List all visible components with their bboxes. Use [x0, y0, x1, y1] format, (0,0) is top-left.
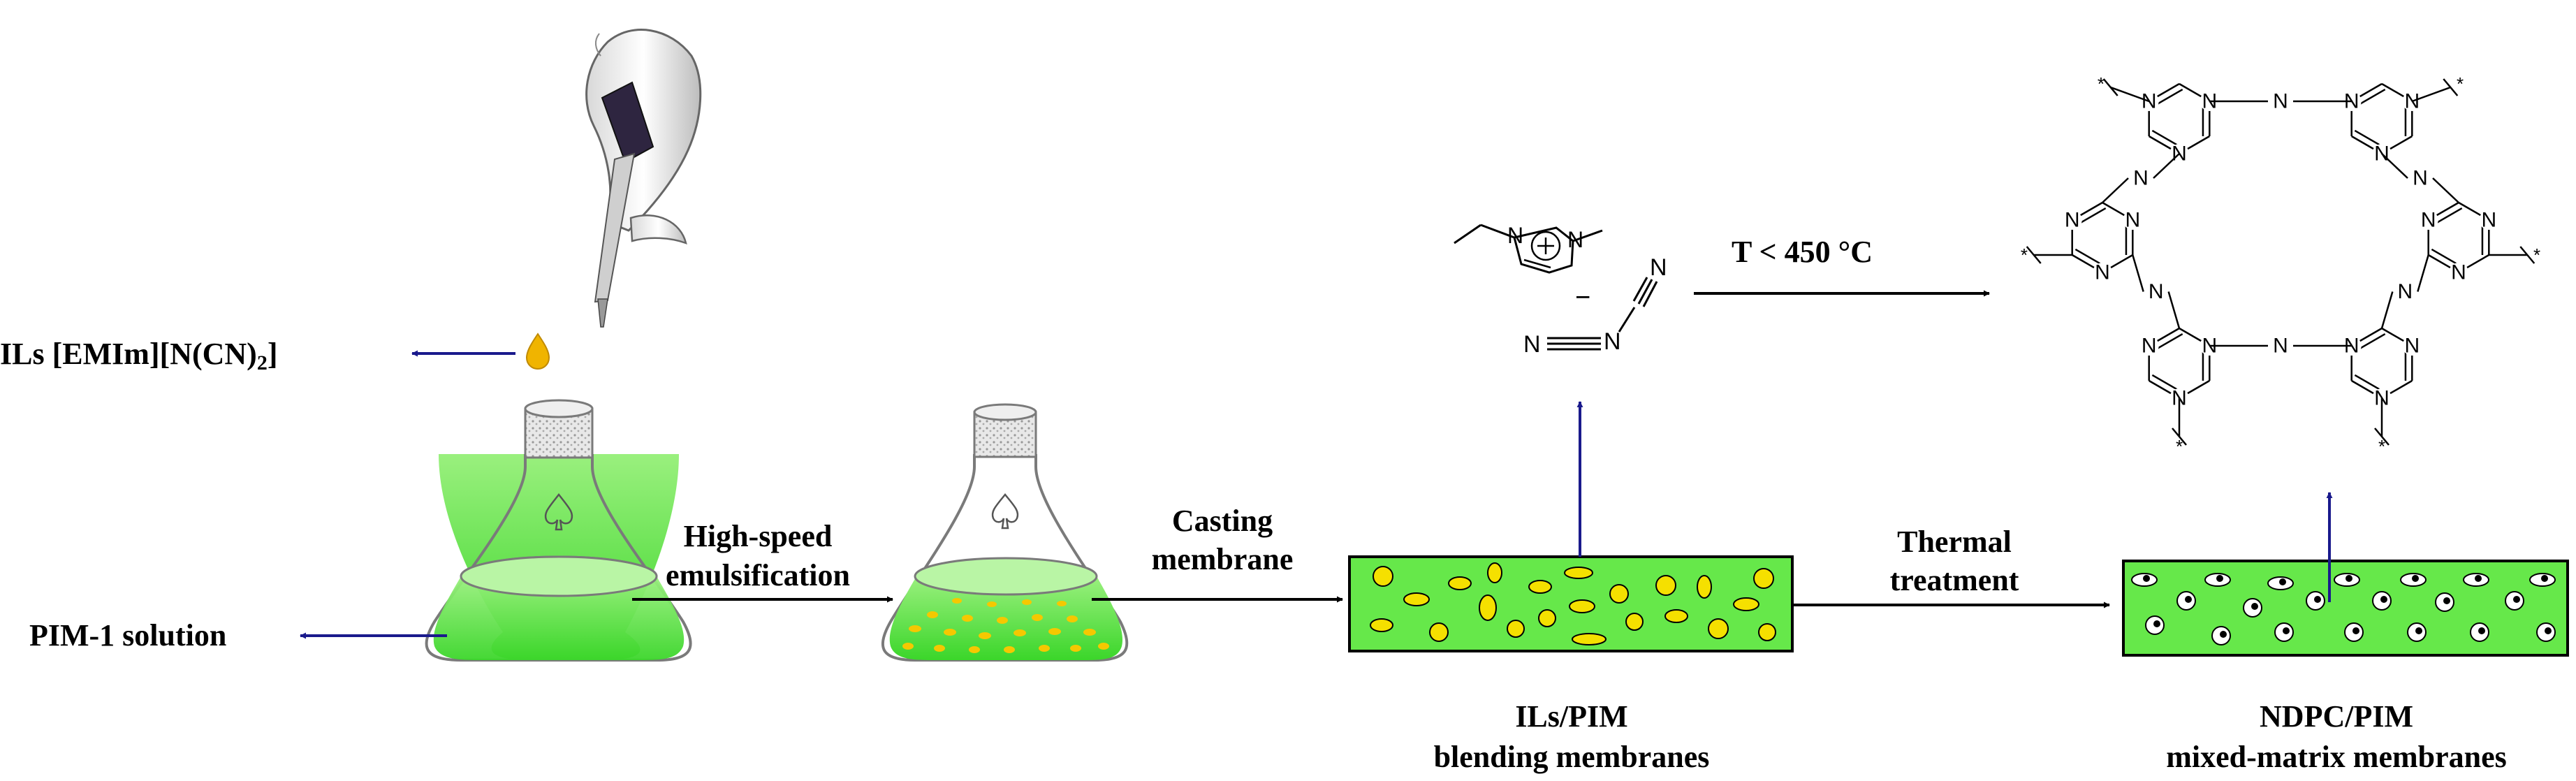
- svg-text:N: N: [2404, 335, 2420, 358]
- svg-text:*: *: [2021, 244, 2028, 265]
- flask-spade-icon: [991, 493, 1019, 530]
- pipette-hand-icon: [585, 29, 702, 328]
- blending-membrane-label-1: ILs/PIM: [1515, 699, 1627, 733]
- erlenmeyer-flask-1-icon: [425, 399, 692, 662]
- svg-text:N: N: [2451, 261, 2466, 284]
- emim-cation-structure: N N: [1454, 223, 1603, 274]
- thermal-label-1: Thermal: [1897, 525, 2012, 559]
- blending-membrane: [1348, 555, 1794, 652]
- mixed-matrix-membrane: [2122, 560, 2569, 657]
- casting-label-2: membrane: [1152, 542, 1294, 576]
- svg-text:N: N: [1523, 331, 1541, 358]
- svg-text:N: N: [2273, 335, 2288, 358]
- svg-text:N: N: [2398, 280, 2413, 303]
- positive-charge-icon: [1530, 231, 1561, 261]
- svg-text:N: N: [1507, 223, 1523, 248]
- mmm-label-1: NDPC/PIM: [2260, 699, 2413, 733]
- emulsification-label-1: High-speed: [684, 519, 833, 553]
- emulsification-label-2: emulsification: [666, 558, 850, 592]
- svg-text:*: *: [2533, 244, 2540, 265]
- dicyanamide-anion-structure: N − N N: [1523, 254, 1667, 358]
- blending-membrane-label-2: blending membranes: [1434, 740, 1710, 774]
- pim-solution-label: PIM-1 solution: [29, 618, 226, 652]
- svg-text:*: *: [2098, 73, 2105, 94]
- il-droplet-icon: [525, 333, 550, 370]
- svg-text:*: *: [2378, 436, 2385, 457]
- temperature-label: T < 450 °C: [1732, 235, 1873, 269]
- svg-text:N: N: [2413, 167, 2428, 190]
- erlenmeyer-flask-2-icon: [881, 403, 1129, 662]
- svg-text:N: N: [1567, 227, 1583, 252]
- svg-text:N: N: [2133, 167, 2149, 190]
- mmm-label-2: mixed-matrix membranes: [2166, 740, 2507, 774]
- flask-spade-icon: [544, 492, 573, 531]
- svg-text:N: N: [2421, 209, 2436, 232]
- svg-text:N: N: [2065, 209, 2080, 232]
- svg-text:N: N: [2095, 261, 2110, 284]
- thermal-label-2: treatment: [1890, 563, 2019, 597]
- svg-text:N: N: [2125, 209, 2140, 232]
- svg-text:−: −: [1575, 283, 1590, 312]
- svg-text:*: *: [2457, 73, 2464, 94]
- svg-text:N: N: [2273, 90, 2288, 113]
- svg-text:N: N: [1650, 254, 1667, 281]
- svg-text:N: N: [2142, 335, 2157, 358]
- svg-text:N: N: [2481, 209, 2496, 232]
- svg-text:*: *: [2176, 436, 2183, 457]
- ils-label: ILs [EMIm][N(CN)2]: [0, 337, 278, 374]
- svg-text:N: N: [2149, 280, 2164, 303]
- svg-text:N: N: [1604, 328, 1621, 355]
- casting-label-1: Casting: [1172, 504, 1273, 538]
